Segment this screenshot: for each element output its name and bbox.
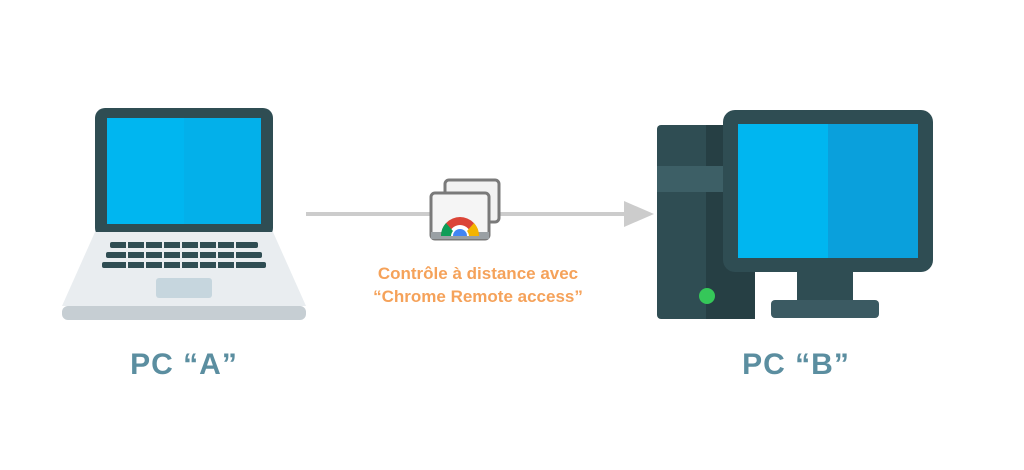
pc-a-label: PC “A” [130,348,238,381]
desktop-pc-icon [657,110,933,319]
caption-line-2: “Chrome Remote access” [373,287,583,306]
laptop-icon [62,108,306,320]
chrome-remote-desktop-icon [429,178,501,241]
pc-b-label: PC “B” [742,348,850,381]
connection-caption: Contrôle à distance avec “Chrome Remote … [300,262,656,308]
caption-line-1: Contrôle à distance avec [377,264,579,283]
